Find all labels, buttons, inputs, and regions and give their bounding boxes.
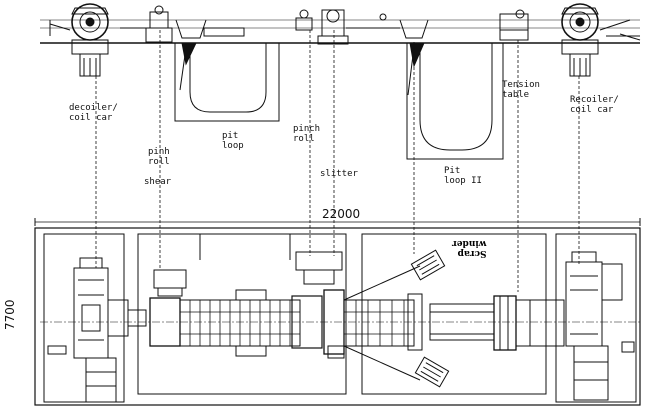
length-dimension: 22000 <box>322 207 361 221</box>
recoiler-elevation <box>561 3 641 77</box>
tension-table-elevation <box>499 9 529 41</box>
plan-view <box>34 218 641 406</box>
slitter-label: slitter <box>320 169 358 179</box>
pit-loop-2-elevation <box>399 19 504 160</box>
shear-label: shear <box>144 177 172 187</box>
width-dimension: 7700 <box>3 299 17 330</box>
recoiler-plan <box>565 251 635 401</box>
pit-loop-1-label: pit loop <box>222 131 244 151</box>
pit-loop-1-elevation <box>174 19 280 122</box>
elevation-view <box>40 3 641 160</box>
decoiler-elevation <box>49 3 109 77</box>
pinch-roll-label-2: pinch roll <box>293 124 321 144</box>
recoiler-label: Recoiler/ coil car <box>570 95 619 115</box>
tension-table-label: Tension table <box>502 80 540 100</box>
slitter-elevation <box>295 9 400 45</box>
decoiler-plan <box>47 257 147 403</box>
pit-loop-2-label: Pit loop II <box>444 166 482 186</box>
strip-line-plan <box>179 251 565 359</box>
projection-lines <box>95 30 580 292</box>
decoiler-label: decoiler/ coil car <box>69 103 118 123</box>
scrap-winder-plan <box>343 249 450 388</box>
shear-plan <box>149 269 187 347</box>
pinch-roll-elevation-1 <box>120 5 173 43</box>
pinch-roll-label-1: pinh roll <box>148 147 170 167</box>
scrap-winder-label: Scrap winder <box>452 238 487 258</box>
